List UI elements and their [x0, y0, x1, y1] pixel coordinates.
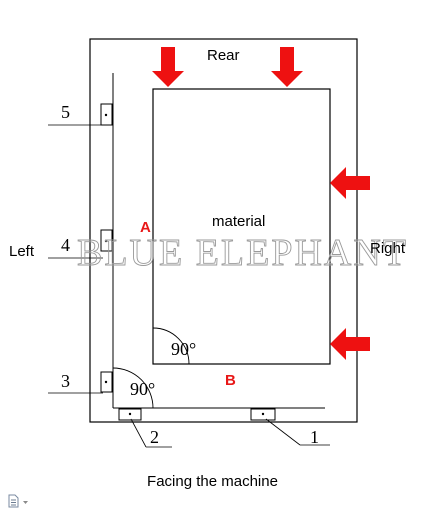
- rear-arrow-right: [271, 47, 303, 87]
- right-arrow-lower: [330, 328, 370, 360]
- pin-4: [48, 229, 113, 259]
- pin-5-label: 5: [61, 102, 70, 122]
- pin-1-label: 1: [310, 427, 319, 447]
- right-label: Right: [370, 240, 406, 257]
- material-angle-arc: [152, 327, 190, 365]
- watermark: BLUE ELEPHANT: [77, 232, 408, 274]
- pin-3: [48, 371, 113, 394]
- pin-2-label: 2: [150, 427, 159, 447]
- pin-1: [250, 408, 330, 446]
- pin-3-label: 3: [61, 371, 70, 391]
- caption: Facing the machine: [147, 473, 278, 490]
- material-sheet: [152, 88, 331, 365]
- corner-angle-label: 90°: [130, 379, 155, 399]
- point-b-label: B: [225, 372, 236, 389]
- document-icon[interactable]: [7, 494, 37, 508]
- corner-angle-arc: [112, 367, 154, 409]
- rear-arrow-left: [152, 47, 184, 87]
- left-label: Left: [9, 243, 35, 260]
- right-arrow-upper: [330, 167, 370, 199]
- point-a-label: A: [140, 219, 151, 236]
- rear-label: Rear: [207, 47, 240, 64]
- machine-bed-frame: [89, 38, 358, 423]
- material-label: material: [212, 213, 265, 230]
- pin-5: [48, 103, 113, 126]
- material-angle-label: 90°: [171, 339, 196, 359]
- pin-2: [118, 408, 172, 448]
- pin-4-label: 4: [61, 235, 70, 255]
